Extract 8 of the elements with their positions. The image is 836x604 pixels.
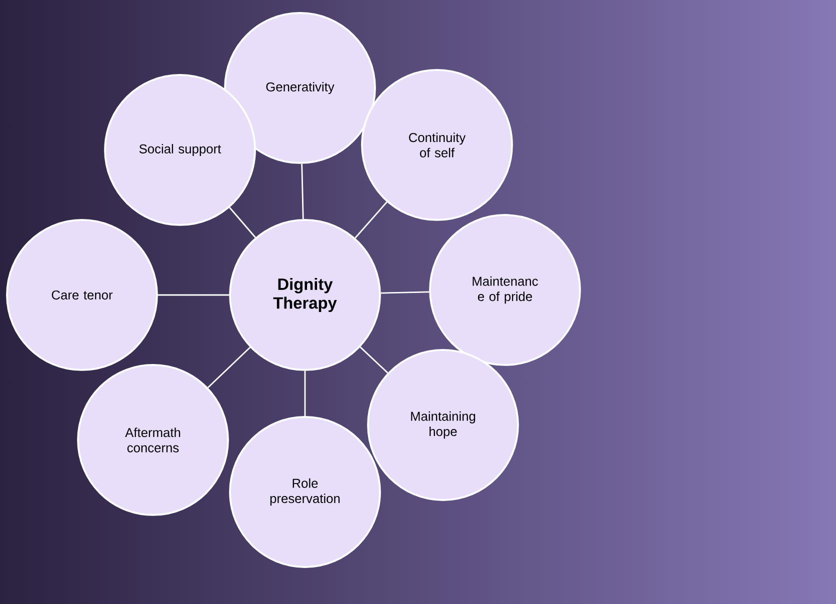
connector-line [207, 346, 251, 388]
connector-line [380, 291, 430, 294]
connector-line [301, 164, 304, 220]
connector-line [229, 207, 256, 238]
connector-line [354, 202, 388, 238]
connector-line [360, 346, 388, 374]
connector-line [158, 294, 230, 296]
connector-line [304, 370, 306, 416]
